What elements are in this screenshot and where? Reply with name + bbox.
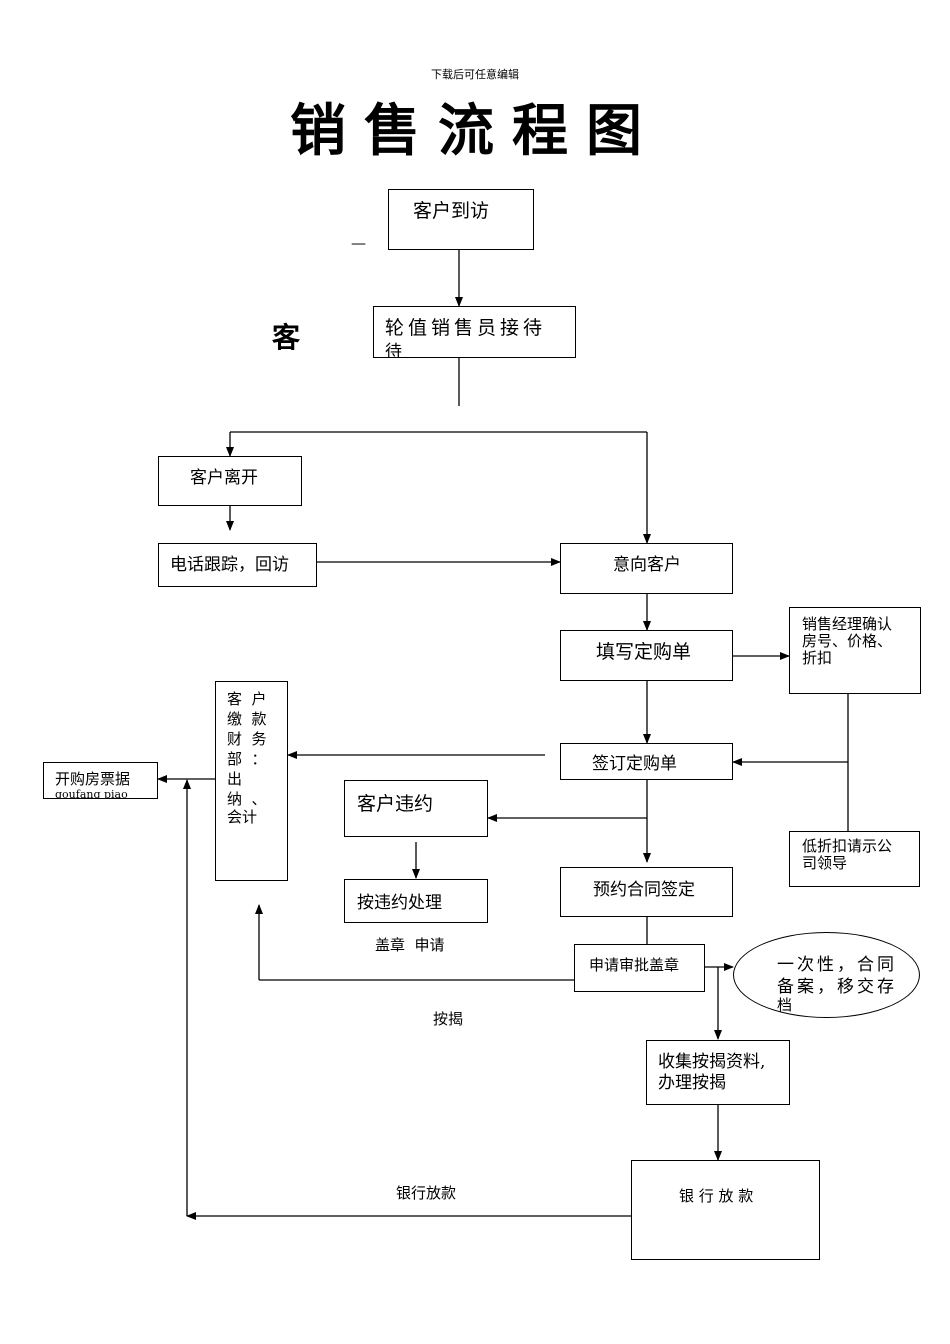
label-stamp-apply: 盖章 申请	[375, 936, 445, 954]
side-dash: —	[351, 234, 366, 252]
node-breach-handling: 按违约处理	[344, 879, 488, 923]
node-label: 签订定购单	[592, 754, 677, 774]
node-label-overflow: goufang piao	[55, 788, 128, 799]
node-label: 预约合同签定	[593, 880, 695, 900]
node-label-line1: 一次性，合同	[777, 955, 897, 975]
node-label: 客户到访	[413, 200, 490, 222]
node-label-line1: 低折扣请示公	[802, 837, 893, 855]
node-label: 申请审批盖章	[589, 956, 680, 974]
node-customer-leave: 客户离开	[158, 456, 302, 506]
node-label: 按违约处理	[357, 893, 442, 913]
node-intent-customer: 意向客户	[560, 543, 733, 594]
node-label-line6: 纳 、	[227, 790, 267, 808]
node-label-line2: 房号、价格、	[802, 632, 893, 650]
page-title: 销售流程图	[290, 99, 660, 164]
node-apply-stamp: 申请审批盖章	[574, 944, 705, 992]
node-label-line2: 缴 款	[227, 710, 267, 728]
node-one-time-archive: 一次性，合同 备案，移交存 档	[733, 932, 920, 1018]
node-label: 客户离开	[190, 468, 258, 488]
node-reception: 轮值销售员接待 待	[373, 306, 576, 358]
node-label: 客户违约	[357, 793, 434, 815]
download-note: 下载后可任意编辑	[431, 68, 519, 81]
node-label-line7: 会计	[227, 808, 258, 826]
node-label-line5: 出	[227, 770, 243, 788]
label-mortgage: 按揭	[433, 1010, 464, 1028]
node-label-line1: 销售经理确认	[802, 615, 893, 633]
node-label-line3: 折扣	[802, 649, 833, 667]
node-label: 电话跟踪，回访	[170, 555, 289, 575]
node-label-line1: 客 户	[227, 690, 267, 708]
node-label: 意向客户	[613, 555, 681, 575]
node-label-overflow: 待	[385, 342, 402, 358]
node-label: 银 行 放 款	[679, 1187, 754, 1205]
side-char: 客	[272, 321, 301, 354]
node-label: 轮值销售员接待	[385, 317, 547, 339]
node-sign-order: 签订定购单	[560, 743, 733, 780]
node-sales-manager-confirm: 销售经理确认 房号、价格、 折扣	[789, 607, 921, 694]
node-label-line2: 备案，移交存	[777, 977, 897, 997]
node-label: 开购房票据	[55, 770, 131, 788]
node-label-line3: 财 务	[227, 730, 267, 748]
node-bank-loan: 银 行 放 款	[631, 1160, 820, 1260]
node-contract: 预约合同签定	[560, 867, 733, 917]
node-low-discount: 低折扣请示公 司领导	[789, 831, 920, 887]
node-fill-order: 填写定购单	[560, 630, 733, 681]
node-collect-mortgage: 收集按揭资料, 办理按揭	[646, 1040, 790, 1105]
node-label: 填写定购单	[596, 641, 692, 663]
node-customer-visit: 客户到访	[388, 189, 534, 250]
node-label-line2: 办理按揭	[658, 1073, 726, 1093]
node-label-line2: 司领导	[802, 854, 848, 872]
node-label-line1: 收集按揭资料,	[658, 1052, 766, 1072]
node-invoice: 开购房票据 goufang piao	[43, 762, 158, 799]
node-label-line3: 档	[777, 996, 793, 1014]
label-bank-loan: 银行放款	[396, 1184, 457, 1202]
node-label-line4: 部 ：	[227, 750, 267, 768]
node-customer-breach: 客户违约	[344, 780, 488, 837]
node-phone-followup: 电话跟踪，回访	[158, 543, 317, 587]
node-finance-payment: 客 户 缴 款 财 务 部 ： 出 纳 、 会计	[215, 681, 288, 881]
